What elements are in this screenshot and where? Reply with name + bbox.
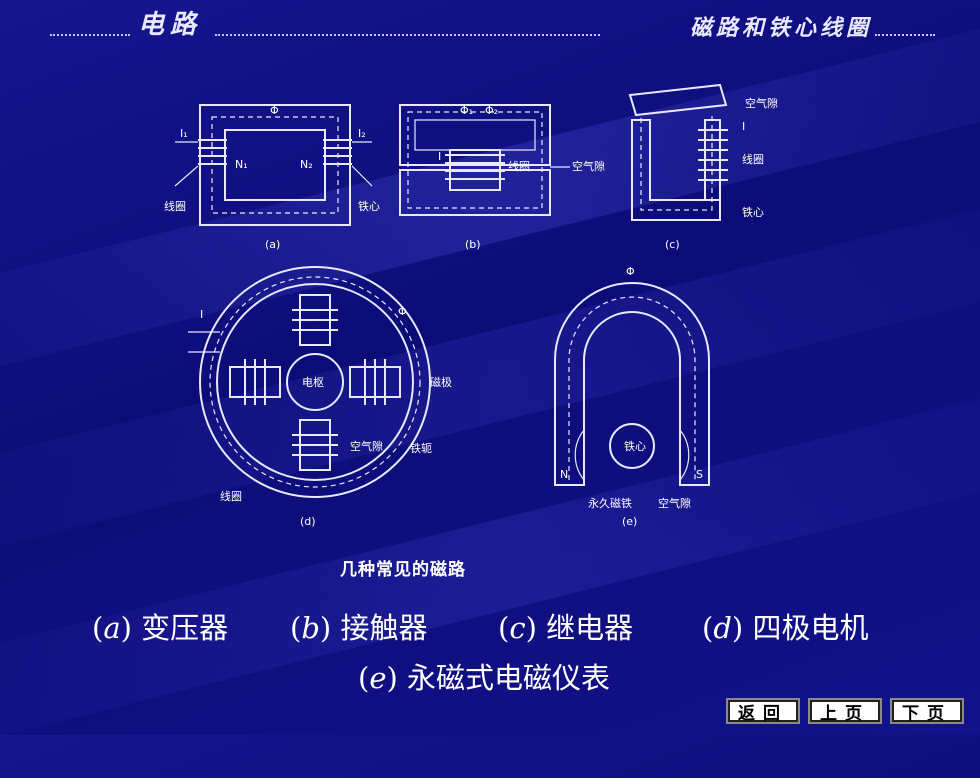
label-d-yoke: 铁轭 <box>410 441 432 455</box>
label-e-core: 铁心 <box>624 440 646 453</box>
desc-e-letter: e <box>369 661 387 695</box>
desc-b-text: 接触器 <box>340 611 428 645</box>
label-d-pole: 磁极 <box>430 375 452 389</box>
header-left-ornament <box>50 34 130 36</box>
desc-a: (a) 变压器 <box>92 611 229 645</box>
label-d-coil: 线圈 <box>220 489 242 503</box>
label-c-core: 铁心 <box>742 206 764 219</box>
label-b-phi1: Φ₁ <box>460 104 473 117</box>
magnetic-circuits-figure: I₁ I₂ N₁ N₂ Φ 线圈 铁心 (a) Φ₁ Φ₂ I 线圈 空气隙 (… <box>164 83 778 528</box>
diagram-b-contactor <box>399 104 570 216</box>
diagram-e-pm-instrument <box>554 282 710 486</box>
label-e-magnet: 永久磁铁 <box>588 496 632 510</box>
next-page-button[interactable]: 下页 <box>890 698 964 724</box>
chapter-title: 磁路和铁心线圈 <box>689 15 872 41</box>
label-b-airgap: 空气隙 <box>572 159 605 173</box>
desc-e: (e) 永磁式电磁仪表 <box>358 661 611 695</box>
figure-caption: 几种常见的磁路 <box>340 560 466 580</box>
desc-a-text: 变压器 <box>141 611 229 645</box>
label-d-caption: (d) <box>300 515 316 528</box>
label-d-armature: 电枢 <box>302 375 324 389</box>
label-a-phi: Φ <box>270 104 279 117</box>
label-b-coil: 线圈 <box>508 159 530 173</box>
label-d-phi: Φ <box>398 305 407 318</box>
label-e-n: N <box>560 468 568 481</box>
header-banner: 电路 磁路和铁心线圈 <box>0 0 980 50</box>
desc-c-text: 继电器 <box>546 611 634 645</box>
label-b-caption: (b) <box>465 238 481 251</box>
label-a-i2: I₂ <box>358 127 366 140</box>
label-a-i1: I₁ <box>180 127 188 140</box>
prev-page-button[interactable]: 上页 <box>808 698 882 724</box>
desc-b: (b) 接触器 <box>290 611 428 645</box>
course-title: 电路 <box>138 10 203 40</box>
label-e-caption: (e) <box>622 515 637 528</box>
desc-e-text: 永磁式电磁仪表 <box>407 661 611 695</box>
nav-bar: 返回 上页 下页 <box>726 698 964 724</box>
diagram-c-relay <box>628 83 728 221</box>
label-a-core: 铁心 <box>358 200 380 213</box>
label-a-n1: N₁ <box>235 158 248 171</box>
label-c-airgap: 空气隙 <box>745 96 778 110</box>
desc-d-text: 四极电机 <box>752 611 869 645</box>
label-e-phi: Φ <box>626 265 635 278</box>
diagram-a-transformer <box>174 104 373 226</box>
header-right-ornament <box>875 34 935 36</box>
label-d-i: I <box>200 308 203 321</box>
desc-a-letter: a <box>103 611 121 645</box>
desc-c: (c) 继电器 <box>498 611 634 645</box>
back-button[interactable]: 返回 <box>726 698 800 724</box>
desc-d-letter: d <box>713 611 732 645</box>
label-a-n2: N₂ <box>300 158 313 171</box>
label-a-caption: (a) <box>265 238 280 251</box>
diagram-d-four-pole-machine <box>188 266 431 498</box>
desc-b-letter: b <box>301 611 320 645</box>
desc-c-letter: c <box>509 611 526 645</box>
desc-d: (d) 四极电机 <box>702 611 869 645</box>
label-e-airgap: 空气隙 <box>658 496 691 510</box>
label-b-phi2: Φ₂ <box>485 104 498 117</box>
label-e-s: S <box>696 468 703 481</box>
header-divider <box>215 34 600 36</box>
label-c-i: I <box>742 120 745 133</box>
label-c-coil: 线圈 <box>742 152 764 166</box>
label-b-i: I <box>438 150 441 163</box>
label-c-caption: (c) <box>665 238 680 251</box>
label-d-airgap: 空气隙 <box>350 439 383 453</box>
label-a-coil: 线圈 <box>164 199 186 213</box>
